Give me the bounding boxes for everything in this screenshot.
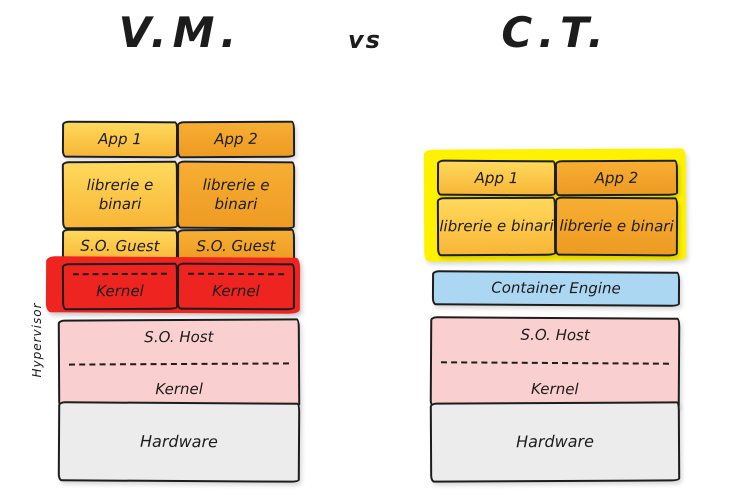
vm-libs1-box: librerie e binari <box>61 160 179 230</box>
ct-app2-box: App 2 <box>554 159 679 197</box>
vm-host-os-label: S.O. Host <box>144 327 214 347</box>
vm-kernel1-label: Kernel <box>96 282 144 301</box>
vm-kernel1-box: Kernel <box>61 262 179 311</box>
vm-app2-box: App 2 <box>176 120 296 159</box>
container-engine-box: Container Engine <box>431 270 681 307</box>
ct-title: C.T. <box>501 8 610 57</box>
vm-app1-box: App 1 <box>61 120 179 159</box>
hypervisor-label: Hypervisor <box>30 302 44 378</box>
ct-hardware-box: Hardware <box>429 401 681 483</box>
ct-libs2-box: librerie e binari <box>554 196 679 257</box>
ct-host-os-box: S.O. Host Kernel <box>429 316 681 409</box>
ct-host-kernel-label: Kernel <box>530 380 579 399</box>
vm-host-kernel-label: Kernel <box>155 380 203 399</box>
ct-libs1-box: librerie e binari <box>436 196 557 257</box>
versus-label: vs <box>348 26 382 54</box>
vm-kernel2-box: Kernel <box>176 262 296 311</box>
ct-host-os-label: S.O. Host <box>520 325 590 345</box>
host-os-kernel-divider <box>68 361 290 366</box>
vm-kernel2-label: Kernel <box>212 281 260 301</box>
ct-app1-box: App 1 <box>436 159 557 197</box>
vm-host-os-box: S.O. Host Kernel <box>57 318 301 409</box>
vm-libs2-box: librerie e binari <box>176 160 296 230</box>
host-os-kernel-divider <box>440 360 670 365</box>
vm-title: V.M. <box>118 8 243 57</box>
vm-hardware-box: Hardware <box>57 401 301 483</box>
